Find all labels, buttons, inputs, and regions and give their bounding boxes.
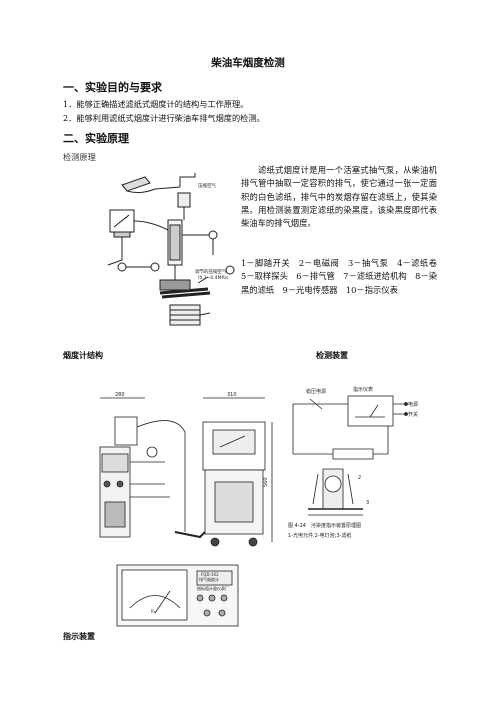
label-power: 电源 [408,401,418,408]
meter-unit: R₀ [151,609,156,614]
label-regulated-power: 稳压电源 [306,388,326,395]
caption-detection: 检测装置 [316,351,348,360]
caption-indicator: 指示装置 [63,632,95,641]
principle-paragraph: 滤纸式烟度计是用一个活塞式抽气泵，从柴油机排气管中抽取一定容积的排气，使它通过一… [241,165,437,229]
label-switch: 开关 [408,411,418,418]
figure-subcaption: 1-光电元件;2-电灯泡;3-滤纸 [288,532,351,539]
device-label-1: 排气烟度计 [199,576,219,582]
figure-legend: 1－脚踏开关 2－电磁阀 3－抽气泵 4－滤纸卷 5－取样探头 6－排气管 7－… [241,258,446,295]
label-indicator-meter: 指示仪表 [353,386,373,393]
label-regulated-air: 调节的压缩空气 [195,268,227,275]
smoke-meter-principle-diagram: 压缩空气 调节的压缩空气 （0.3~0.4MPa） [107,173,235,326]
dimension-width-right: 310 [227,392,237,398]
page-title: 柴油车烟度检测 [211,57,285,69]
figure-caption-4-24: 图 4-24 污染度指示装置原理图 [288,522,361,529]
dimension-width-left: 280 [115,392,125,398]
subheading-principle: 检测原理 [63,152,96,162]
svg-text:2: 2 [358,475,361,481]
objective-item-2: 2．能够利用滤纸式烟度计进行柴油车排气烟度的检测。 [63,113,265,123]
dimension-height: 560 [263,477,269,487]
indicator-device-image: FQD-102 排气烟度计 指标值计量仪表厂 R₀ [116,564,239,627]
section-heading-principle: 二、实验原理 [63,132,129,145]
caption-structure: 烟度计结构 [63,351,103,360]
device-label-2: 指标值计量仪表厂 [197,585,229,591]
device-model: FQD-102 [201,572,219,577]
objective-item-1: 1．能够正确描述滤纸式烟度计的结构与工作原理。 [63,99,249,109]
smoke-meter-structure-drawing: 280 310 560 [99,392,273,547]
svg-text:3: 3 [366,500,369,506]
label-compressed-air: 压缩空气 [198,182,216,189]
section-heading-objectives: 一、实验目的与要求 [63,81,162,94]
label-pressure: （0.3~0.4MPa） [195,275,231,281]
detection-circuit-diagram: 稳压电源 指示仪表 电源 开关 2 3 图 4-24 污染度指示装置原理图 1-… [288,386,418,539]
